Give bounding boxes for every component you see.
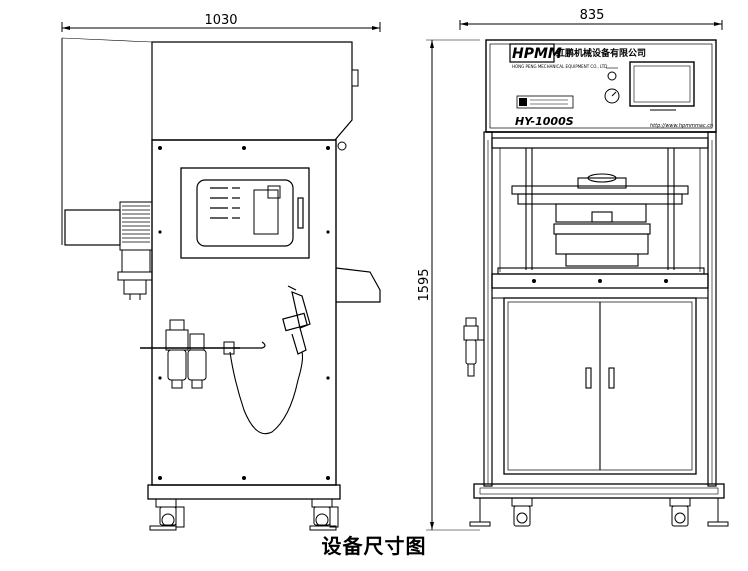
front-casters xyxy=(469,497,729,527)
side-air-gun xyxy=(229,285,311,435)
side-body-bolts xyxy=(158,146,330,480)
company-name-cn: 红鹏机械设备有限公司 xyxy=(556,47,646,59)
lower-cabinet xyxy=(503,297,697,475)
side-base xyxy=(147,484,341,500)
side-top-hood xyxy=(151,41,353,141)
side-view: 1030 xyxy=(61,13,381,531)
front-view: 835 1595 HPMM 红鹏机械设备有限公司 HONG PENG MECHA… xyxy=(417,8,729,531)
right-door-handle xyxy=(608,367,615,389)
touch-screen xyxy=(629,61,695,107)
front-air-regulator xyxy=(463,317,484,377)
left-door-handle xyxy=(585,367,592,389)
warning-sticker xyxy=(516,95,574,109)
front-base xyxy=(473,483,725,499)
press-mechanism xyxy=(497,148,705,275)
power-knob-icon xyxy=(607,71,617,81)
height-dimension: 1595 xyxy=(417,39,480,531)
side-motor xyxy=(64,209,121,246)
side-casters xyxy=(149,498,339,531)
website-label: http://www.hpmmmac.cn xyxy=(650,123,713,129)
height-label: 1595 xyxy=(417,268,432,301)
model-label: HY-1000S xyxy=(515,115,574,128)
front-width-dimension: 835 xyxy=(459,8,723,30)
front-frame xyxy=(483,131,717,487)
side-window xyxy=(180,167,310,259)
side-width-label: 1030 xyxy=(204,13,237,28)
brand-logo: HPMM 红鹏机械设备有限公司 HONG PENG MECHANICAL EQU… xyxy=(509,43,646,69)
pressure-gauge-icon xyxy=(604,88,620,104)
side-width-dimension: 1030 xyxy=(61,13,381,32)
side-air-filter-regulator xyxy=(140,319,266,389)
svg-text:HPMM: HPMM xyxy=(512,46,562,62)
side-tray xyxy=(335,267,381,303)
front-width-label: 835 xyxy=(580,8,605,23)
figure-caption: 设备尺寸图 xyxy=(321,534,427,558)
company-name-en: HONG PENG MECHANICAL EQUIPMENT CO., LTD xyxy=(512,64,607,69)
